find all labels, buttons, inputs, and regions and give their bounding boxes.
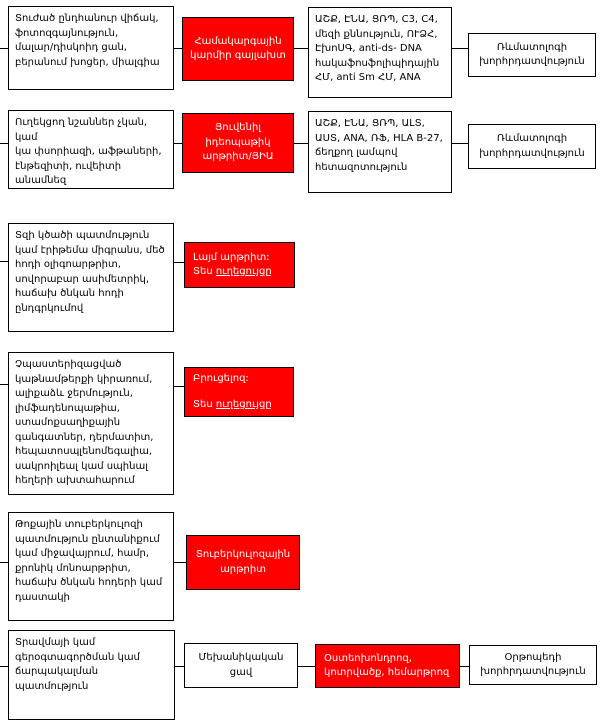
pain-type-box: Մեխանիկական ցավ bbox=[184, 643, 298, 688]
connector-line bbox=[0, 261, 8, 262]
connector-line bbox=[174, 386, 184, 387]
symptoms-box: Տզի կծածի պատմություն կամ էրիթեմա միգրան… bbox=[8, 223, 174, 332]
symptoms-box: Տուժած ընդհանուր վիճակ, ֆոտոզգայնություն… bbox=[8, 6, 174, 90]
connector-line bbox=[0, 666, 8, 667]
diagnosis-box: Համակարգային կարմիր գայլախտ bbox=[182, 17, 294, 81]
connector-line bbox=[175, 666, 184, 667]
diagnosis-title: Լայմ արթրիտ: bbox=[193, 251, 270, 263]
connector-line bbox=[174, 262, 184, 263]
guideline-prefix: Տես bbox=[193, 399, 216, 410]
guideline-link[interactable]: ուղեցույցը bbox=[215, 266, 272, 277]
connector-line bbox=[0, 143, 8, 144]
connector-line bbox=[460, 666, 469, 667]
connector-line bbox=[452, 48, 468, 49]
diagnosis-box: Յուվենիլ իդեոպաթիկ արթրիտ/ՅԻԱ bbox=[182, 113, 294, 173]
connector-line bbox=[0, 48, 8, 49]
connector-line bbox=[0, 562, 8, 563]
referral-box: Ռևմատոլոգի խորհրդատվություն bbox=[468, 33, 596, 77]
connector-line bbox=[294, 143, 308, 144]
connector-line bbox=[174, 48, 182, 49]
symptoms-box: Տրավմայի կամ գերօգտագործման կամ ճարպակալ… bbox=[8, 630, 175, 720]
diagnosis-box: Բրուցելոզ: Տես ուղեցույցը bbox=[184, 367, 294, 417]
diagnosis-box: Լայմ արթրիտ: Տես ուղեցույցը bbox=[184, 242, 295, 288]
connector-line bbox=[174, 143, 182, 144]
symptoms-box: Չպաստերիզացված կաթնամթերքի կիրառում, ալի… bbox=[8, 352, 174, 495]
diagnosis-box: Տուբերկուլոզային արթրիտ bbox=[186, 535, 300, 590]
guideline-link[interactable]: ուղեցույցը bbox=[215, 399, 272, 410]
tests-box: ԱՇՔ, ԷՆԱ, ՑՌՊ, C3, C4, մեզի քննություն, … bbox=[308, 7, 452, 98]
guideline-line: Տես ուղեցույցը bbox=[193, 398, 272, 413]
tests-box: ԱՇՔ, ԷՆԱ, ՑՌՊ, ԱԼՏ, ԱՍՏ, ANA, ՌՖ, HLA B-… bbox=[308, 111, 452, 193]
connector-line bbox=[298, 666, 315, 667]
symptoms-box: Ուղեկցող նշաններ չկան, կամ կա փսորիազի, … bbox=[8, 110, 174, 189]
guideline-line: Տես ուղեցույցը bbox=[193, 265, 272, 280]
diagnosis-box: Օստեոխոնդրոզ, կոտրվածք, հեմարթրոզ bbox=[315, 644, 460, 688]
connector-line bbox=[452, 143, 468, 144]
connector-line bbox=[294, 48, 308, 49]
diagnosis-title: Բրուցելոզ: bbox=[193, 372, 249, 384]
connector-line bbox=[174, 562, 186, 563]
guideline-prefix: Տես bbox=[193, 266, 216, 277]
connector-line bbox=[0, 384, 8, 385]
referral-box: Օրթոպեդի խորհրդատվություն bbox=[469, 645, 597, 685]
referral-box: Ռևմատոլոգի խորհրդատվություն bbox=[468, 124, 596, 169]
symptoms-box: Թոքային տուբերկուլոզի պատմություն ընտանի… bbox=[8, 512, 174, 621]
